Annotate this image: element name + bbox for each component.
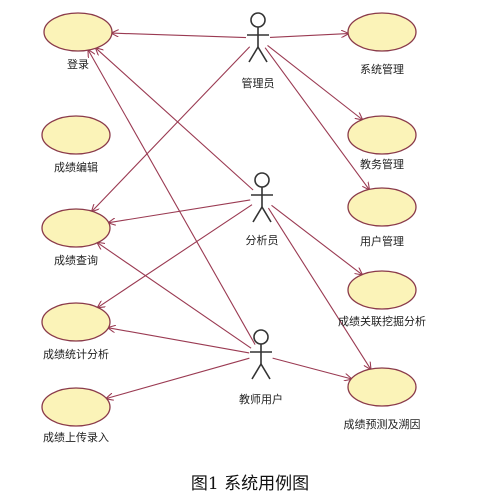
- association-teacher-to-login: [88, 50, 256, 345]
- use-case-edu-manage: 教务管理: [347, 115, 417, 171]
- association-admin-to-user-manage: [264, 47, 369, 190]
- use-case-grade-predict: 成绩预测及溯因: [344, 367, 421, 431]
- use-case-label: 成绩查询: [54, 253, 98, 267]
- actor-right-leg: [257, 46, 268, 63]
- actor-label: 管理员: [242, 76, 275, 90]
- actor-head: [254, 172, 270, 188]
- association-analyst-to-grade-predict: [267, 207, 370, 369]
- use-case-ellipse: [43, 12, 113, 52]
- association-teacher-to-grade-upload: [106, 357, 250, 398]
- use-case-ellipse: [347, 187, 417, 227]
- use-case-ellipse: [41, 208, 111, 248]
- actor-left-leg: [251, 363, 262, 380]
- use-case-grade-assoc: 成绩关联挖掘分析: [338, 270, 426, 328]
- actor-admin: 管理员: [242, 12, 275, 90]
- use-case-ellipse: [41, 115, 111, 155]
- use-case-label: 成绩编辑: [54, 160, 98, 174]
- association-teacher-to-grade-query: [98, 243, 252, 349]
- association-admin-to-sys-manage: [269, 34, 348, 38]
- use-case-label: 成绩统计分析: [43, 347, 109, 361]
- association-admin-to-grade-query: [92, 46, 251, 212]
- association-teacher-to-grade-predict: [272, 357, 352, 379]
- actor-label: 教师用户: [239, 392, 283, 406]
- use-case-label: 教务管理: [360, 157, 404, 171]
- use-case-grade-query: 成绩查询: [41, 208, 111, 267]
- use-case-ellipse: [347, 270, 417, 310]
- use-case-sys-manage: 系统管理: [347, 12, 417, 76]
- association-admin-to-edu-manage: [267, 44, 363, 119]
- use-case-ellipse: [347, 367, 417, 407]
- use-case-grade-upload: 成绩上传录入: [41, 387, 111, 444]
- use-case-user-manage: 用户管理: [347, 187, 417, 248]
- actor-right-leg: [260, 363, 271, 380]
- association-admin-to-login: [112, 33, 247, 39]
- use-case-ellipse: [41, 302, 111, 342]
- actor-left-leg: [248, 46, 259, 63]
- association-analyst-to-grade-assoc: [271, 204, 363, 274]
- use-case-grade-stats: 成绩统计分析: [41, 302, 111, 361]
- figure-caption: 图1 系统用例图: [191, 474, 309, 494]
- actor-analyst: 分析员: [246, 172, 279, 247]
- use-case-grade-edit: 成绩编辑: [41, 115, 111, 174]
- use-case-ellipse: [347, 12, 417, 52]
- association-analyst-to-login: [96, 48, 254, 191]
- association-analyst-to-grade-stats: [98, 204, 253, 308]
- use-case-label: 登录: [67, 57, 89, 71]
- association-teacher-to-grade-stats: [108, 328, 250, 354]
- actor-head: [253, 329, 269, 345]
- actor-left-leg: [252, 206, 263, 223]
- use-case-label: 成绩上传录入: [43, 431, 109, 444]
- use-case-label: 成绩关联挖掘分析: [338, 314, 426, 328]
- actor-head: [250, 12, 266, 28]
- use-case-label: 系统管理: [360, 62, 404, 76]
- actor-right-leg: [261, 206, 272, 223]
- actor-teacher: 教师用户: [239, 329, 283, 406]
- actor-label: 分析员: [246, 233, 279, 247]
- association-layer: [88, 33, 370, 398]
- use-case-label: 成绩预测及溯因: [344, 418, 421, 431]
- use-case-login: 登录: [43, 12, 113, 71]
- use-case-ellipse: [41, 387, 111, 427]
- use-case-label: 用户管理: [360, 234, 404, 248]
- use-case-ellipse: [347, 115, 417, 155]
